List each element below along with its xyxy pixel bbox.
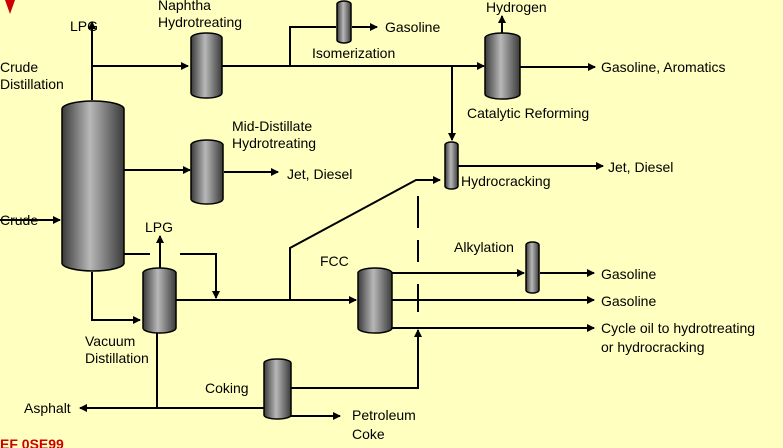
label-cycle-oil-1: Cycle oil to hydrotreating: [601, 320, 755, 336]
label-crude-distillation-1: Crude: [0, 59, 38, 75]
label-crude-distillation-2: Distillation: [0, 76, 64, 92]
isomerization-unit: [336, 0, 352, 44]
label-petroleum: Petroleum: [352, 407, 416, 423]
label-gasoline-iso: Gasoline: [385, 19, 440, 35]
corner-mark-top: [5, 0, 15, 14]
label-vacuum-distillation: Distillation: [85, 350, 149, 366]
label-coking: Coking: [205, 380, 249, 396]
label-isomerization: Isomerization: [312, 45, 395, 61]
alkylation-unit: [525, 241, 540, 294]
label-vacuum: Vacuum: [85, 333, 135, 349]
label-naphtha-hydrotreating: Hydrotreating: [158, 14, 242, 30]
label-lpg-top: LPG: [70, 18, 98, 34]
crude-distillation-column: [61, 100, 125, 272]
label-asphalt: Asphalt: [24, 400, 71, 416]
labels: LPG Naphtha Hydrotreating Gasoline Isome…: [0, 0, 755, 448]
flow-lines: [0, 15, 604, 420]
naphtha-hydrotreater: [190, 32, 223, 99]
label-fcc: FCC: [320, 253, 349, 269]
label-alkylation: Alkylation: [454, 239, 514, 255]
label-gasoline-fcc: Gasoline: [601, 293, 656, 309]
label-hydrocracking: Hydrocracking: [461, 173, 550, 189]
label-crude-feed: Crude: [0, 212, 38, 228]
label-catalytic-reforming: Catalytic Reforming: [467, 105, 589, 121]
fcc-unit: [357, 267, 393, 334]
label-petroleum-coke: Coke: [352, 426, 385, 442]
mid-distillate-hydrotreater: [190, 139, 224, 205]
label-lpg-vac: LPG: [145, 219, 173, 235]
label-hydrogen: Hydrogen: [486, 0, 547, 15]
label-mid-distillate-hydrotreating: Hydrotreating: [232, 135, 316, 151]
label-jet-diesel-2: Jet, Diesel: [608, 159, 673, 175]
hydrocracker: [444, 141, 459, 190]
catalytic-reformer: [484, 32, 521, 100]
label-naphtha: Naphtha: [158, 0, 211, 13]
label-cycle-oil-2: or hydrocracking: [601, 339, 705, 355]
footer-fragment: EF 0SE99: [0, 436, 64, 448]
label-mid-distillate: Mid-Distillate: [232, 118, 312, 134]
label-gasoline-alk: Gasoline: [601, 266, 656, 282]
label-jet-diesel-1: Jet, Diesel: [287, 166, 352, 182]
vacuum-distillation-column: [142, 267, 177, 334]
label-gasoline-aromatics: Gasoline, Aromatics: [601, 59, 726, 75]
coking-unit: [263, 358, 292, 420]
